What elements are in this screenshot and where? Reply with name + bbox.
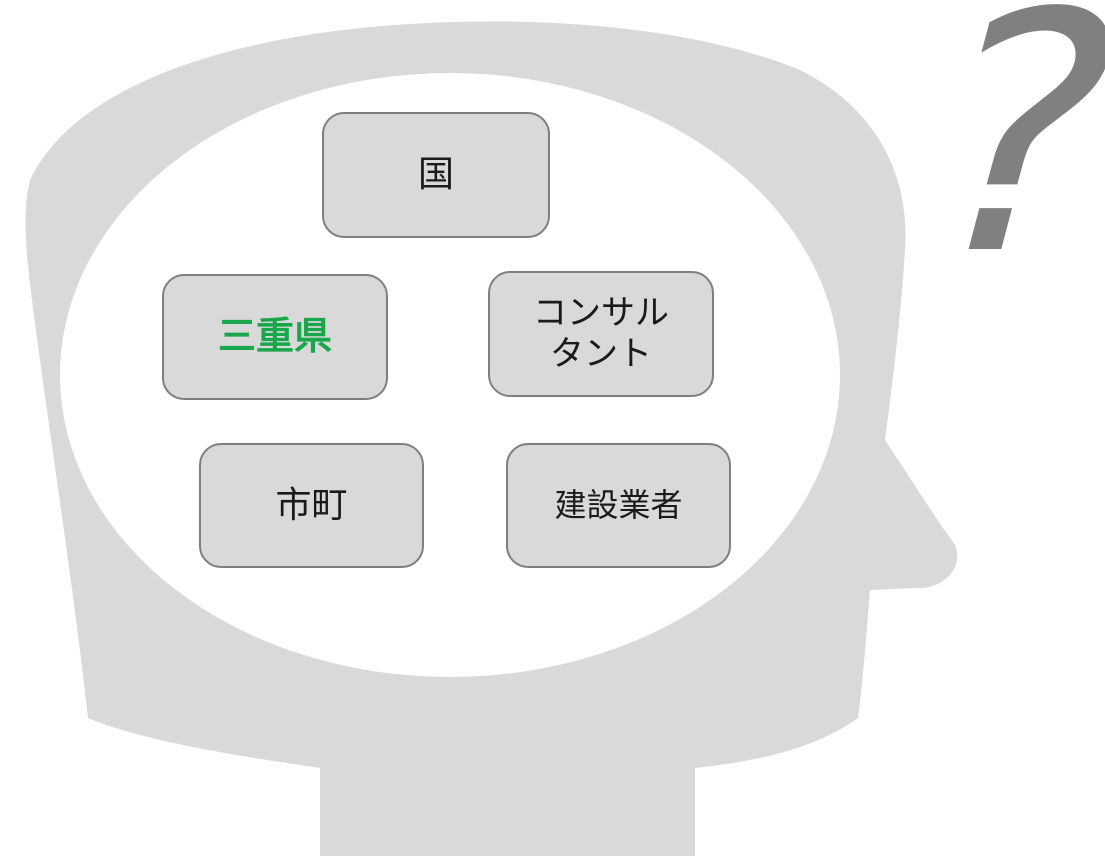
node-consultant-label-line2: タント	[550, 334, 652, 374]
node-shicho: 市町	[199, 443, 424, 568]
node-kensetsu-label: 建設業者	[554, 486, 683, 525]
node-kensetsu: 建設業者	[506, 443, 731, 568]
node-shicho-label: 市町	[275, 484, 348, 526]
node-kuni-label: 国	[417, 154, 454, 196]
node-mie-label: 三重県	[217, 314, 332, 359]
node-consultant-label-line1: コンサル	[533, 293, 669, 334]
node-kuni: 国	[322, 112, 550, 238]
question-mark-icon: ?	[921, 0, 1105, 327]
node-consultant: コンサル タント	[488, 271, 714, 397]
node-mie: 三重県	[162, 274, 388, 400]
